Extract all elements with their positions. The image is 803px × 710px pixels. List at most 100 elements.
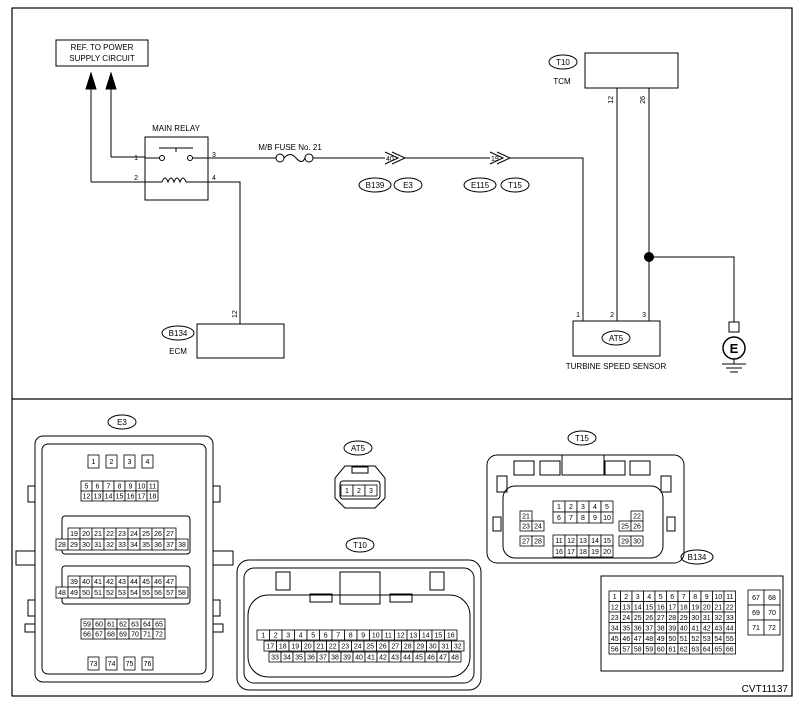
pin-label: 3 [581, 504, 585, 511]
pin-label: 5 [605, 504, 609, 511]
t15-pin-9: 9 [588, 511, 602, 524]
t15-pin-19: 19 [588, 545, 602, 558]
t15-pin-10: 10 [600, 511, 614, 524]
t15-pin-14: 14 [588, 534, 602, 547]
t15-pin-25: 25 [618, 520, 632, 532]
e3-pin-28: 28 [55, 538, 69, 551]
main-relay [144, 136, 209, 201]
pin-label: 48 [451, 655, 459, 662]
e3-pin-60: 60 [92, 618, 106, 630]
pin-label: 17 [266, 644, 274, 651]
e3-pin-31: 31 [91, 538, 105, 551]
t10-pin-26: 26 [376, 640, 390, 652]
pin-label: 9 [705, 594, 709, 601]
b134-pin-27: 27 [654, 611, 667, 623]
t10-pin-5: 5 [306, 629, 320, 641]
pin-label: 40 [82, 579, 90, 586]
pin-label: 10 [603, 515, 611, 522]
b134-pin-64: 64 [700, 643, 713, 655]
t10-pin-28: 28 [401, 640, 415, 652]
t15-pin-12: 12 [564, 534, 578, 547]
t10-pin-1: 1 [256, 629, 270, 641]
pin-label: 4 [593, 504, 597, 511]
diagram-frame [11, 7, 793, 697]
pin-label: 59 [83, 622, 91, 629]
b134-pin-67: 67 [747, 589, 765, 606]
pin-label: 24 [534, 524, 542, 531]
tag-t10: T10 [556, 58, 570, 67]
e3-pin-67: 67 [92, 628, 106, 640]
e3-pin-58: 58 [175, 586, 189, 599]
pin-label: 33 [726, 615, 734, 622]
t10-pin-19: 19 [288, 640, 302, 652]
pin-label: 64 [703, 646, 711, 653]
pin-label: 25 [634, 615, 642, 622]
pin-label: 64 [143, 622, 151, 629]
pin-label: 41 [367, 655, 375, 662]
b134-pin-11: 11 [723, 590, 736, 602]
pin-label: 39 [668, 625, 676, 632]
pin-label: 57 [166, 590, 174, 597]
e3-pin-11: 11 [146, 480, 159, 492]
pin-label: 44 [130, 579, 138, 586]
b134-pin-35: 35 [620, 622, 633, 634]
pin-label: 34 [130, 542, 138, 549]
b134-pin-23: 23 [608, 611, 621, 623]
pin-label: 44 [726, 625, 734, 632]
e3-pin-63: 63 [128, 618, 142, 630]
pin-label: 48 [58, 590, 66, 597]
e3-pin-71: 71 [140, 628, 154, 640]
pin-label: 31 [441, 644, 449, 651]
b134-pin-32: 32 [712, 611, 725, 623]
t10-pin-20: 20 [301, 640, 315, 652]
e3-pin-75: 75 [123, 656, 136, 671]
t15-pin-7: 7 [564, 511, 578, 524]
pin-label: 22 [106, 531, 114, 538]
e3-pin-7: 7 [102, 480, 115, 492]
b134-pin-29: 29 [677, 611, 690, 623]
e3-pin-73: 73 [87, 656, 100, 671]
e3-pin-9: 9 [124, 480, 137, 492]
e3-pin-27: 27 [163, 527, 177, 540]
pin-label: 71 [143, 632, 151, 639]
b134-pin-34: 34 [608, 622, 621, 634]
junction-40-pin: 40 [386, 156, 394, 163]
connector-t10-tag: T10 [353, 541, 367, 550]
tag-t15-oval [500, 177, 530, 193]
b134-pin-1: 1 [608, 590, 621, 602]
pin-label: 35 [622, 625, 630, 632]
t10-pin-9: 9 [356, 629, 370, 641]
tag-e115: E115 [471, 181, 490, 190]
tag-b134: B134 [169, 329, 188, 338]
pin-label: 8 [349, 633, 353, 640]
t15-pin-4: 4 [588, 500, 602, 513]
pin-label: 59 [645, 646, 653, 653]
b134-pin-71: 71 [747, 619, 765, 636]
pin-label: 38 [331, 655, 339, 662]
pin-label: 29 [70, 542, 78, 549]
pin-label: 54 [130, 590, 138, 597]
t10-pin-4: 4 [294, 629, 308, 641]
e3-pin-2: 2 [105, 454, 118, 469]
t10-pin-10: 10 [369, 629, 383, 641]
pin-label: 55 [726, 636, 734, 643]
pin-label: 43 [391, 655, 399, 662]
t10-pin-31: 31 [438, 640, 452, 652]
e3-pin-48: 48 [55, 586, 69, 599]
pin-label: 62 [680, 646, 688, 653]
pin-label: 12 [567, 538, 575, 545]
t10-pin-29: 29 [413, 640, 427, 652]
b134-pin-53: 53 [700, 632, 713, 644]
pin-label: 24 [622, 615, 630, 622]
e3-pin-69: 69 [116, 628, 130, 640]
pin-label: 31 [94, 542, 102, 549]
e3-pin-21: 21 [91, 527, 105, 540]
pin-label: 36 [307, 655, 315, 662]
pin-label: 15 [116, 494, 124, 501]
pin-label: 28 [58, 542, 66, 549]
pin-label: 28 [668, 615, 676, 622]
pin-label: 37 [166, 542, 174, 549]
tag-t10-oval [548, 54, 578, 70]
e3-pin-51: 51 [91, 586, 105, 599]
